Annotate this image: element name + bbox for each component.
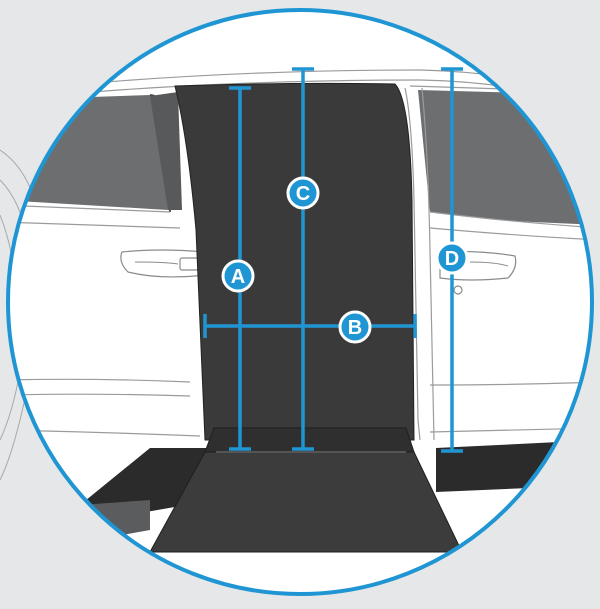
ramp-panel [174, 82, 415, 441]
dimension-label-d-text: D [445, 248, 459, 270]
zoom-circle-border [6, 8, 594, 596]
dimension-label-c: C [286, 176, 320, 210]
dimension-label-b-text: B [348, 317, 362, 339]
dimension-label-a: A [221, 259, 255, 293]
dimension-label-c-text: C [296, 183, 310, 205]
measurement-lines [203, 67, 463, 453]
dimension-label-d: D [435, 241, 469, 275]
dimension-label-b: B [338, 310, 372, 344]
left-window [8, 95, 168, 210]
left-window-pillar [150, 92, 182, 210]
wheel-arch [8, 469, 71, 566]
right-window [418, 90, 592, 225]
dimension-label-a-text: A [231, 266, 245, 288]
left-door-handle [120, 249, 206, 278]
ramp-floor-plate [149, 451, 463, 553]
floor-right [436, 440, 592, 492]
